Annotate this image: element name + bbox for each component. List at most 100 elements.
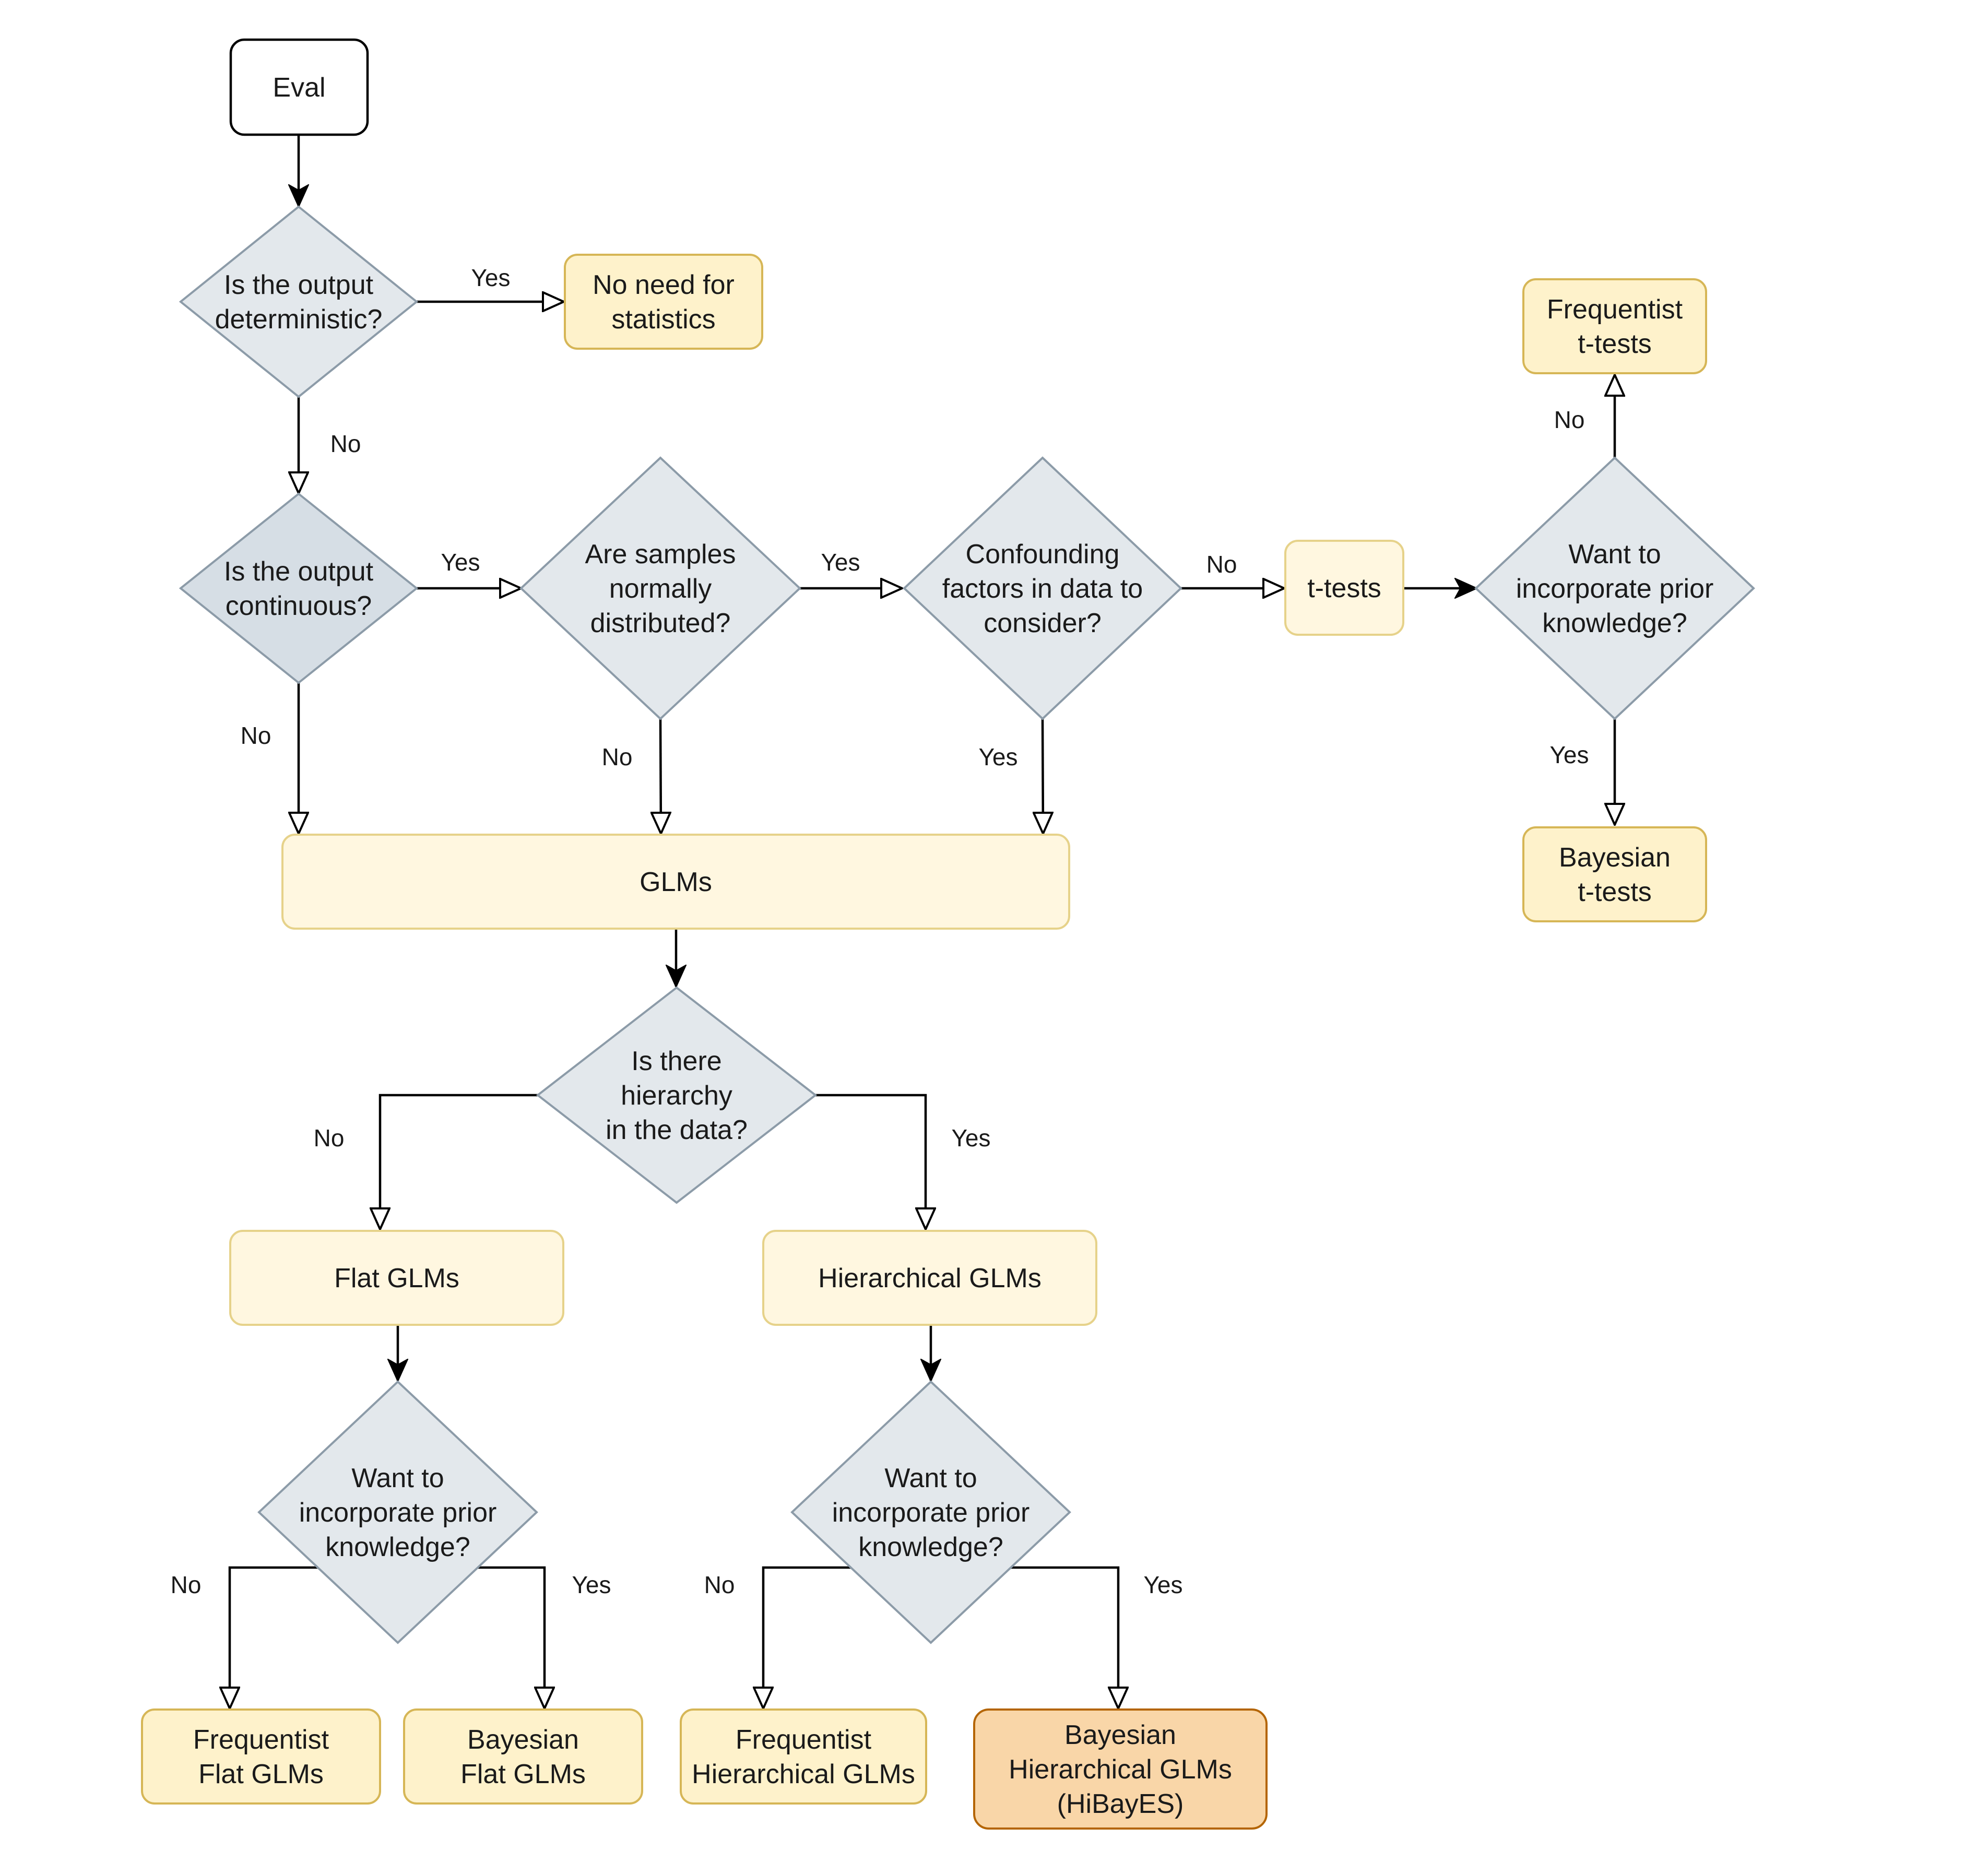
process-box <box>1284 540 1404 636</box>
decision-diamond <box>1474 456 1755 720</box>
edge-label-conf-no: No <box>1206 551 1237 578</box>
node-label-line: No need for <box>593 270 735 300</box>
edge-label-norm-no: No <box>602 743 633 770</box>
edge-label-cont-yes: Yes <box>441 549 480 576</box>
node-label-line: Are samples <box>585 539 736 569</box>
node-label: Want to incorporate prior knowledge? <box>832 1463 1030 1562</box>
node-q-prior-hier: Want to incorporate prior knowledge? <box>790 1380 1071 1644</box>
node-label-line: Frequentist <box>736 1725 872 1755</box>
edge-prior-flat-no <box>230 1566 318 1708</box>
node-label-line: factors in data to <box>942 574 1143 604</box>
edge-label-hier-no: No <box>314 1124 345 1152</box>
edge-prior-hier-no <box>763 1566 851 1708</box>
node-label-line: Hierarchical GLMs <box>818 1263 1042 1293</box>
node-label-line: Want to <box>1568 539 1661 569</box>
node-label-line: Bayesian <box>467 1725 579 1755</box>
node-label: Hierarchical GLMs <box>818 1263 1042 1293</box>
node-label-line: Flat GLMs <box>198 1759 324 1789</box>
node-label-line: Frequentist <box>193 1725 329 1755</box>
edge-label-det-yes: Yes <box>471 264 510 291</box>
process-box <box>680 1708 927 1805</box>
node-label-line: distributed? <box>590 608 731 638</box>
edge-label-conf-yes: Yes <box>978 743 1017 770</box>
node-label: t-tests <box>1307 573 1381 603</box>
node-label-line: Is the output <box>224 270 374 300</box>
process-box <box>403 1708 643 1805</box>
edge-normal-no <box>660 718 661 834</box>
decision-diamond <box>179 492 419 684</box>
decision-diamond <box>179 205 419 398</box>
edge-prior-hier-yes <box>1010 1566 1118 1708</box>
node-flat-glms: Flat GLMs <box>229 1230 564 1326</box>
node-label: Frequentist t-tests <box>1547 294 1683 359</box>
node-label-line: incorporate prior <box>1516 574 1714 604</box>
process-box <box>973 1708 1268 1830</box>
node-label-line: knowledge? <box>325 1532 470 1562</box>
edge-label-prior-t-no: No <box>1554 406 1585 433</box>
node-label-line: incorporate prior <box>832 1498 1030 1528</box>
node-t-tests: t-tests <box>1284 540 1404 636</box>
node-label-line: t-tests <box>1307 573 1381 603</box>
edge-label-hier-yes: Yes <box>951 1124 990 1152</box>
node-label-line: t-tests <box>1578 329 1652 359</box>
node-q-normal: Are samples normally distributed? <box>519 456 801 720</box>
decision-diamond <box>536 986 818 1204</box>
node-label-line: Flat GLMs <box>460 1759 586 1789</box>
edge-label-cont-no: No <box>241 722 271 749</box>
node-label: Is the output deterministic? <box>215 270 383 335</box>
node-label-line: Want to <box>884 1463 977 1493</box>
node-no-need: No need for statistics <box>564 254 763 350</box>
node-label-line: knowledge? <box>1542 608 1687 638</box>
node-label: GLMs <box>640 867 712 897</box>
process-box <box>564 254 763 350</box>
node-label-line: Frequentist <box>1547 294 1683 325</box>
edge-label-det-no: No <box>330 430 361 457</box>
process-box <box>229 38 369 136</box>
node-label: No need for statistics <box>593 270 735 335</box>
node-label-line: deterministic? <box>215 304 383 335</box>
process-box <box>1522 826 1707 922</box>
node-label-line: incorporate prior <box>299 1498 497 1528</box>
node-freq-t: Frequentist t-tests <box>1522 278 1707 374</box>
node-label-line: knowledge? <box>858 1532 1003 1562</box>
edge-label-prior-hier-yes: Yes <box>1143 1571 1182 1598</box>
process-box <box>1522 278 1707 374</box>
node-label-line: hierarchy <box>621 1081 732 1111</box>
edge-hierarchy-yes <box>815 1094 926 1229</box>
node-label-line: Eval <box>273 73 325 103</box>
node-label-line: statistics <box>611 304 715 335</box>
node-label-line: Flat GLMs <box>334 1263 459 1293</box>
node-q-prior-t: Want to incorporate prior knowledge? <box>1474 456 1755 720</box>
node-label-line: Is there <box>631 1046 721 1076</box>
node-label-line: Confounding <box>966 539 1120 569</box>
node-label-line: GLMs <box>640 867 712 897</box>
node-glms: GLMs <box>281 834 1070 930</box>
node-q-deterministic: Is the output deterministic? <box>179 205 419 398</box>
edge-prior-flat-yes <box>478 1566 545 1708</box>
node-label-line: normally <box>609 574 712 604</box>
edge-label-prior-flat-yes: Yes <box>572 1571 611 1598</box>
decision-diamond <box>519 456 801 720</box>
node-label-line: (HiBayES) <box>1057 1789 1184 1819</box>
edges-layer <box>230 135 1615 1708</box>
edge-label-prior-flat-no: No <box>171 1571 202 1598</box>
node-label-line: Hierarchical GLMs <box>692 1759 915 1789</box>
node-hier-glms: Hierarchical GLMs <box>762 1230 1097 1326</box>
process-box <box>762 1230 1097 1326</box>
process-box <box>229 1230 564 1326</box>
node-label: Eval <box>273 73 325 103</box>
